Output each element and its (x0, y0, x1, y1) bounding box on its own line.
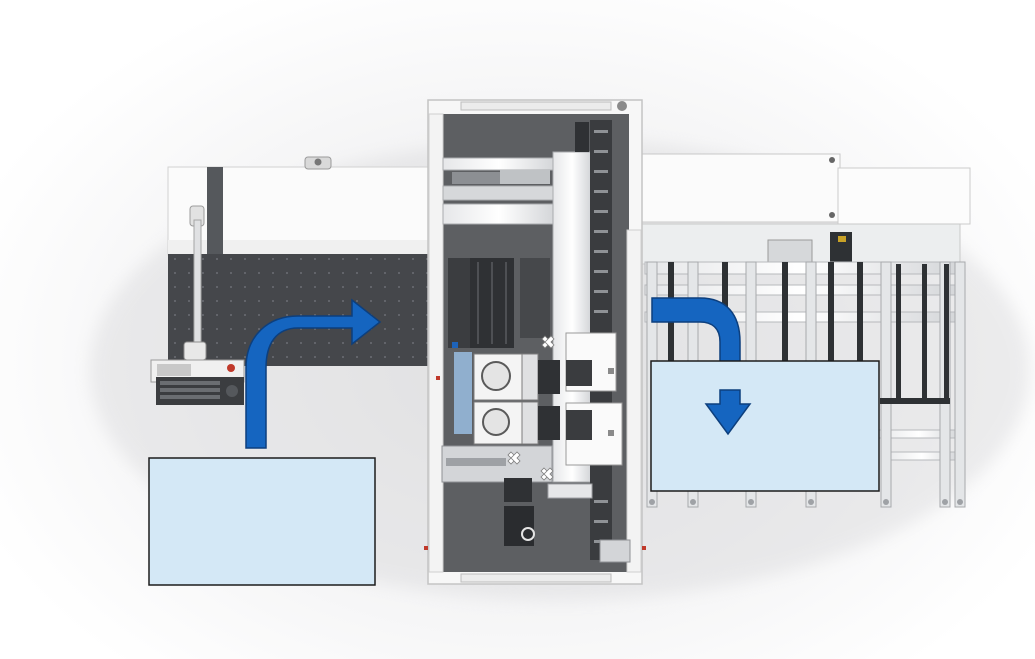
keyboard-keys (160, 381, 238, 399)
lower-clamp (504, 478, 532, 502)
operator-console (150, 205, 245, 405)
control-box-motor (566, 360, 592, 386)
perforated-table-holes (168, 254, 432, 366)
loading-table (167, 156, 433, 366)
blue-indicator (452, 342, 458, 348)
sheet-support-slot (446, 458, 506, 466)
tool-actuator (538, 360, 560, 394)
punch-slot (520, 258, 550, 338)
chain-guide (575, 122, 589, 152)
drive-unit (767, 239, 813, 263)
motor-block (830, 232, 852, 262)
central-machine (424, 99, 646, 585)
cover-bolt (829, 212, 835, 218)
lower-rail (547, 483, 593, 499)
frame-bottom-rail (460, 573, 612, 583)
status-led (424, 546, 428, 550)
frame-right-post (626, 229, 642, 573)
bent-arrow-down-icon-tip (704, 389, 752, 436)
tool-clamp (521, 401, 539, 445)
unloading-cover-lower (837, 167, 971, 225)
gantry-beam (442, 203, 556, 225)
tinted-guide (454, 352, 472, 434)
tool-die-icon (482, 408, 510, 436)
loading-table-cover-edge (168, 240, 432, 254)
console-screen-edge (157, 364, 191, 376)
gantry-beam-top (442, 157, 556, 171)
motor-label (838, 236, 846, 242)
loading-table-rail (207, 167, 223, 255)
gantry-beam (442, 185, 556, 201)
loading-table-bolt (314, 158, 322, 166)
position-markers (507, 335, 555, 481)
frame-corner-bolt (617, 101, 627, 111)
status-led (642, 546, 646, 550)
frame-left-post (428, 113, 444, 573)
tool-clamp (521, 353, 539, 401)
slot-lines (477, 262, 507, 344)
unloading-cover-upper (629, 153, 841, 223)
cover-bolt (829, 157, 835, 163)
control-box-motor (566, 410, 592, 440)
emergency-stop-icon (227, 364, 235, 372)
console-arm (193, 219, 202, 351)
right-info-panel (650, 360, 880, 492)
left-info-panel (148, 457, 376, 586)
control-box-port (608, 368, 614, 374)
console-arm-joint (183, 341, 207, 361)
lower-corner-block (599, 539, 631, 563)
tool-die-icon (481, 361, 511, 391)
gantry-carriage (452, 172, 512, 184)
tool-station-upper (473, 353, 560, 401)
status-led (436, 376, 440, 380)
control-box-port (608, 430, 614, 436)
tool-station-lower (473, 401, 560, 445)
conveyor-post-feet (649, 499, 963, 505)
tool-actuator (538, 406, 560, 440)
frame-top-rail (460, 101, 612, 111)
gantry-slide (500, 170, 550, 184)
lower-actuator-ring (521, 527, 535, 541)
bent-arrow-right-icon (245, 298, 382, 449)
